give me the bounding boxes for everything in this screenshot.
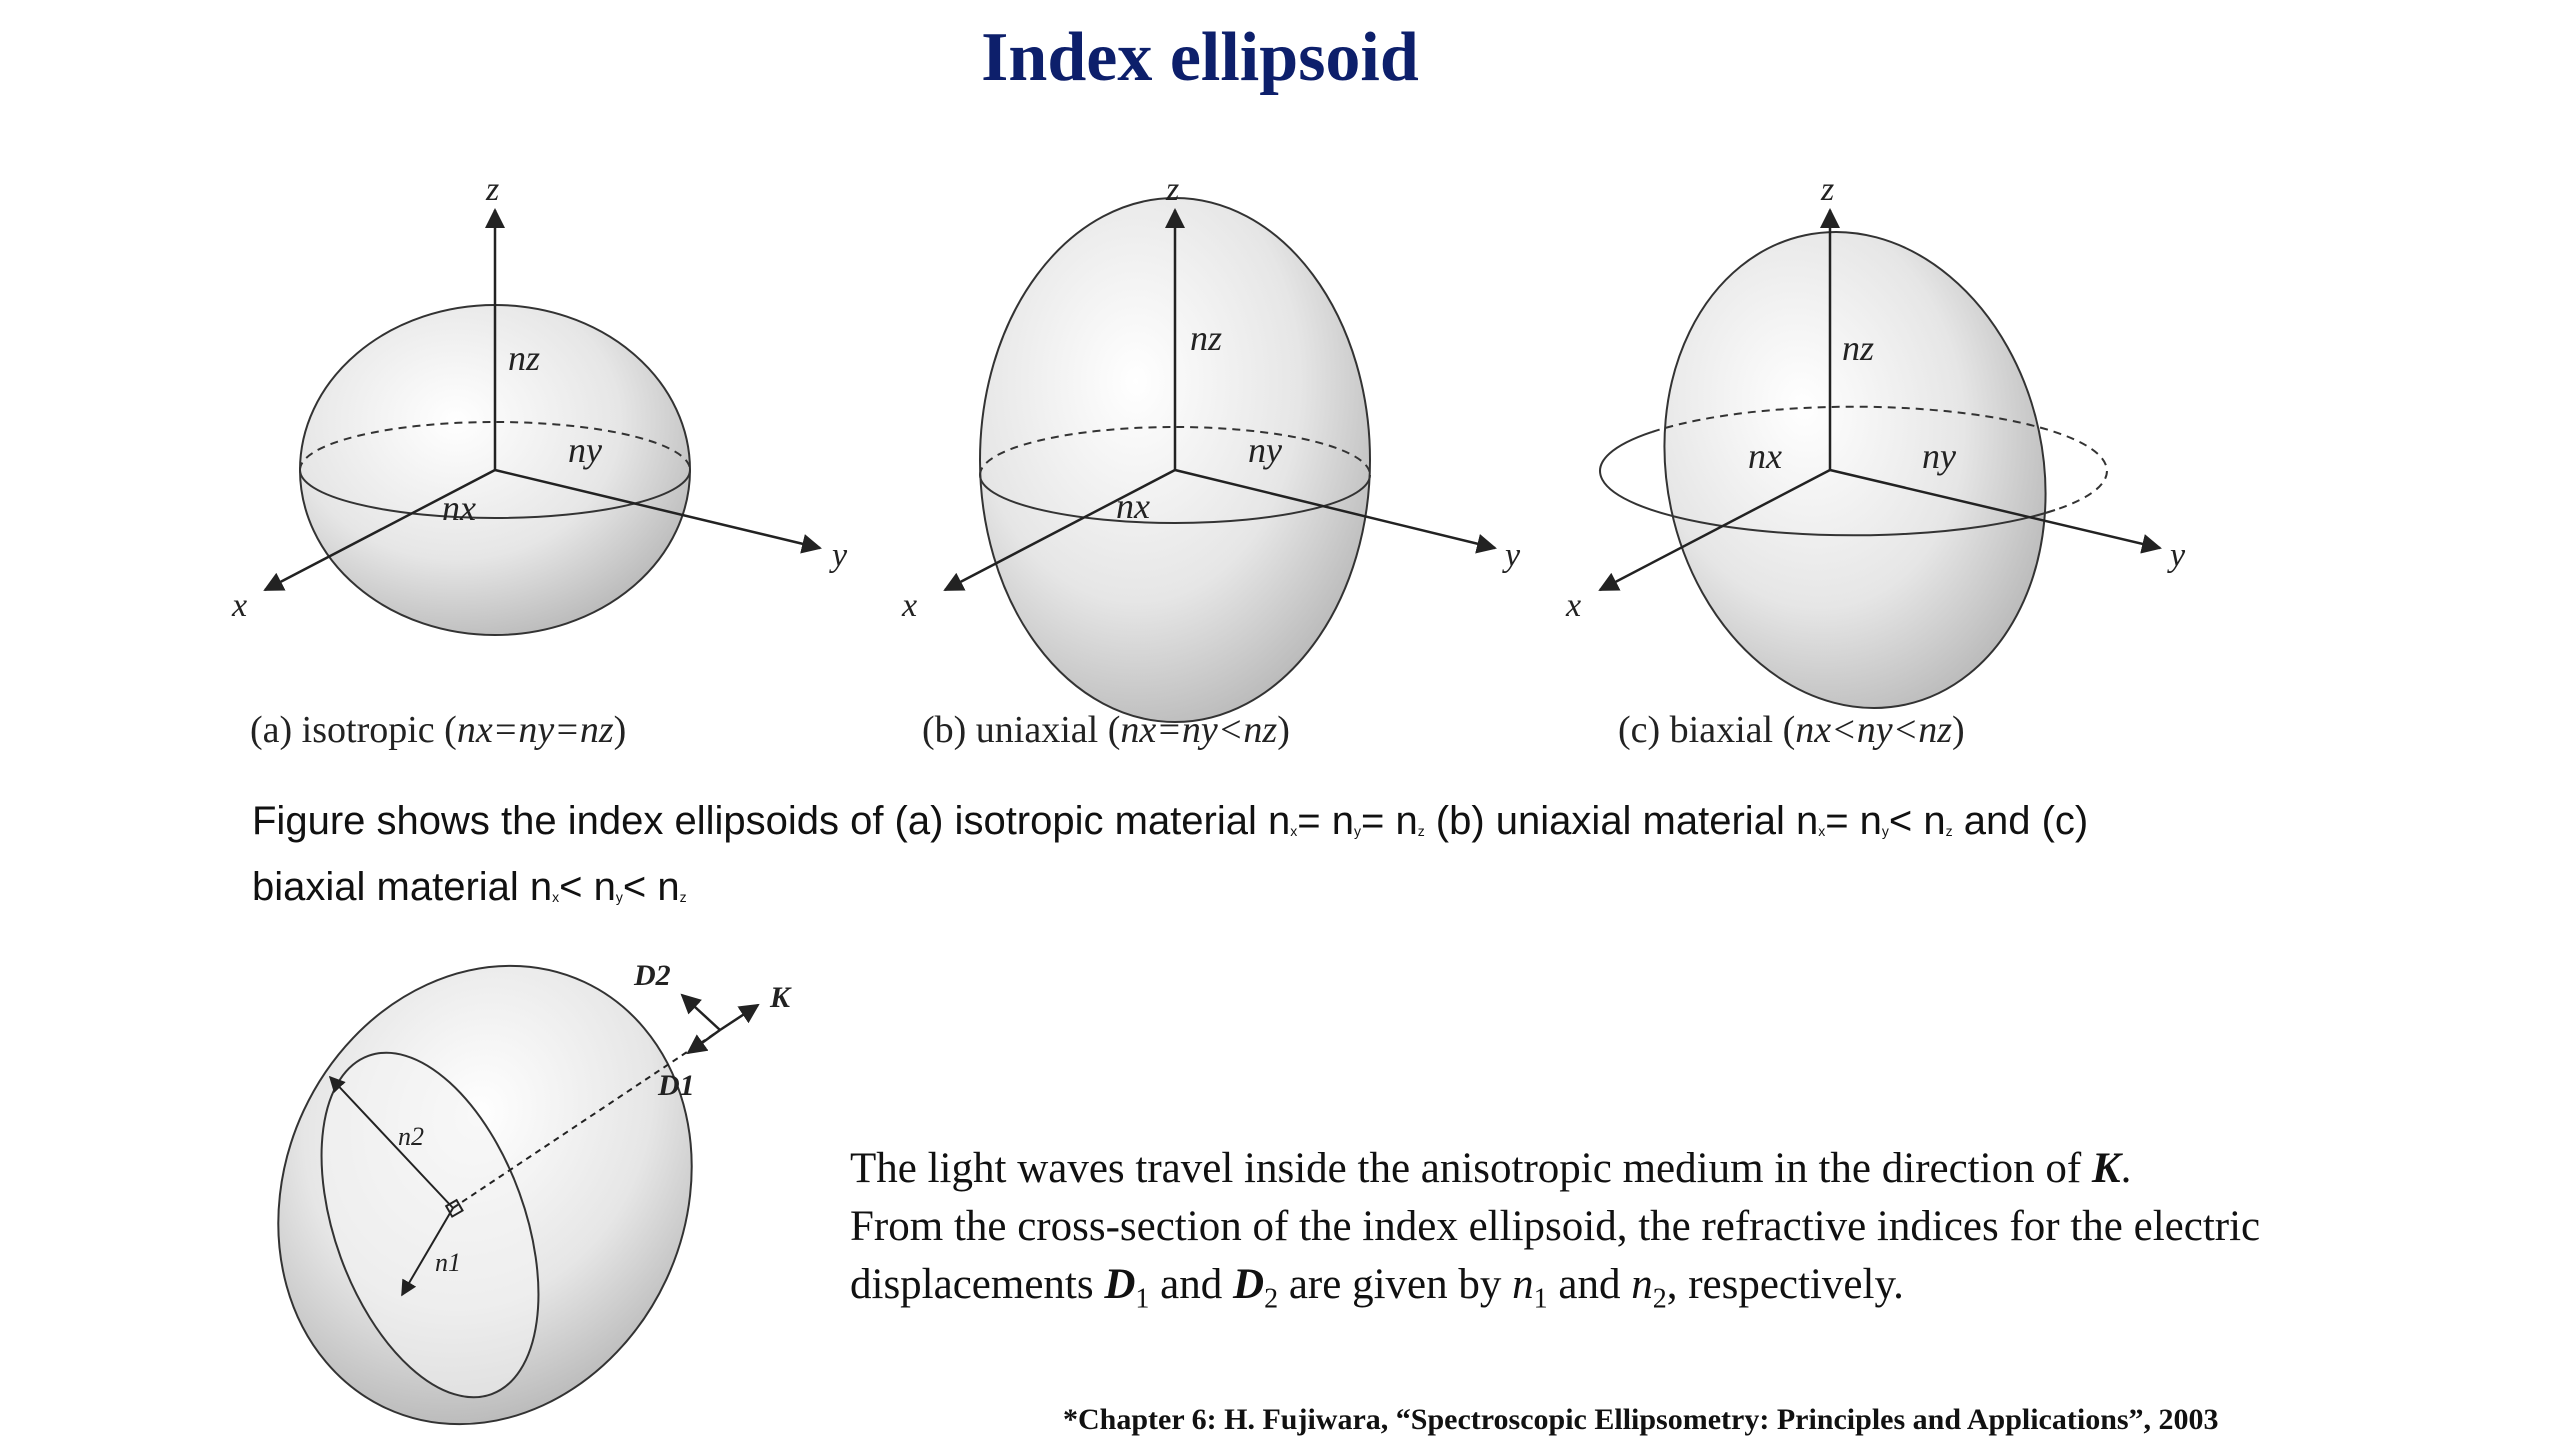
caption-prefix: (a) isotropic ( (250, 709, 457, 751)
figure-description: Figure shows the index ellipsoids of (a)… (252, 799, 2089, 909)
z-axis-label: z (1165, 171, 1179, 208)
n1-axis (401, 1207, 454, 1297)
x-axis (263, 468, 496, 592)
y-axis (1174, 468, 1497, 554)
k-label: K (769, 981, 792, 1014)
nx-label: nx (442, 488, 476, 528)
d1-arrow (686, 1028, 721, 1055)
ny-label: ny (568, 430, 602, 470)
caption-suffix: ) (1952, 709, 1965, 751)
x-axis-label: x (231, 587, 247, 624)
d2-label: D2 (633, 959, 671, 992)
n2-label: n2 (398, 1122, 424, 1151)
nx-label: nx (1116, 486, 1150, 526)
equator-front (979, 474, 1371, 524)
isotropic-ellipsoid-figure: z y x nz ny nx (231, 171, 848, 636)
k-arrow (719, 1003, 760, 1032)
x-axis-label: x (901, 587, 917, 624)
x-axis (1598, 468, 1831, 592)
equator-back (299, 421, 691, 471)
biaxial-ellipsoid-figure: z y x nz ny nx (1565, 171, 2186, 709)
biaxial-ellipsoid (1663, 231, 2047, 709)
y-axis (1829, 468, 2162, 554)
d2-arrow (680, 993, 721, 1031)
uniaxial-ellipsoid-figure: z y x nz ny nx (901, 171, 1521, 723)
nz-label: nz (1190, 318, 1222, 358)
caption-math: nx=ny<nz (1120, 709, 1278, 751)
cross-section-figure: D2 K D1 n2 n1 (277, 959, 792, 1426)
k-direction-dashed (452, 1029, 721, 1209)
equator-back (979, 426, 1371, 476)
caption-isotropic: (a) isotropic (nx=ny=nz) (250, 708, 626, 752)
equator-front (299, 469, 691, 519)
n2-axis (328, 1075, 454, 1209)
cross-section-ellipse (320, 1051, 540, 1399)
x-axis (943, 468, 1176, 592)
caption-prefix: (b) uniaxial ( (922, 709, 1121, 751)
z-axis-label: z (1820, 171, 1834, 208)
right-angle-mark (444, 1198, 464, 1218)
y-axis-label: y (1502, 537, 1521, 574)
caption-biaxial: (c) biaxial (nx<ny<nz) (1618, 708, 1965, 752)
ny-label: ny (1248, 430, 1282, 470)
nx-label: nx (1748, 436, 1782, 476)
explanation-line-3: displacements D1 and D2 are given by n1 … (850, 1261, 1904, 1315)
explanation-text: The light waves travel inside the anisot… (850, 1140, 2500, 1329)
y-axis-label: y (2167, 537, 2186, 574)
caption-uniaxial: (b) uniaxial (nx=ny<nz) (922, 708, 1290, 752)
explanation-line-2: From the cross-section of the index elli… (850, 1203, 2261, 1250)
y-axis (494, 468, 822, 554)
caption-prefix: (c) biaxial ( (1618, 709, 1796, 751)
d1-label: D1 (657, 1069, 695, 1102)
nz-label: nz (508, 338, 540, 378)
citation: *Chapter 6: H. Fujiwara, “Spectroscopic … (1063, 1403, 2219, 1436)
ny-label: ny (1922, 436, 1956, 476)
equator-front (1599, 431, 2056, 537)
n1-label: n1 (435, 1248, 461, 1277)
nz-label: nz (1842, 328, 1874, 368)
caption-math: nx=ny=nz (456, 709, 614, 751)
y-axis-label: y (829, 537, 848, 574)
x-axis-label: x (1565, 587, 1581, 624)
explanation-line-1: The light waves travel inside the anisot… (850, 1145, 2132, 1192)
page-title: Index ellipsoid (981, 19, 1419, 96)
equator-back (1651, 405, 2108, 511)
caption-math: nx<ny<nz (1795, 709, 1953, 751)
z-axis-label: z (485, 171, 499, 208)
caption-suffix: ) (1277, 709, 1290, 751)
caption-suffix: ) (613, 709, 627, 751)
